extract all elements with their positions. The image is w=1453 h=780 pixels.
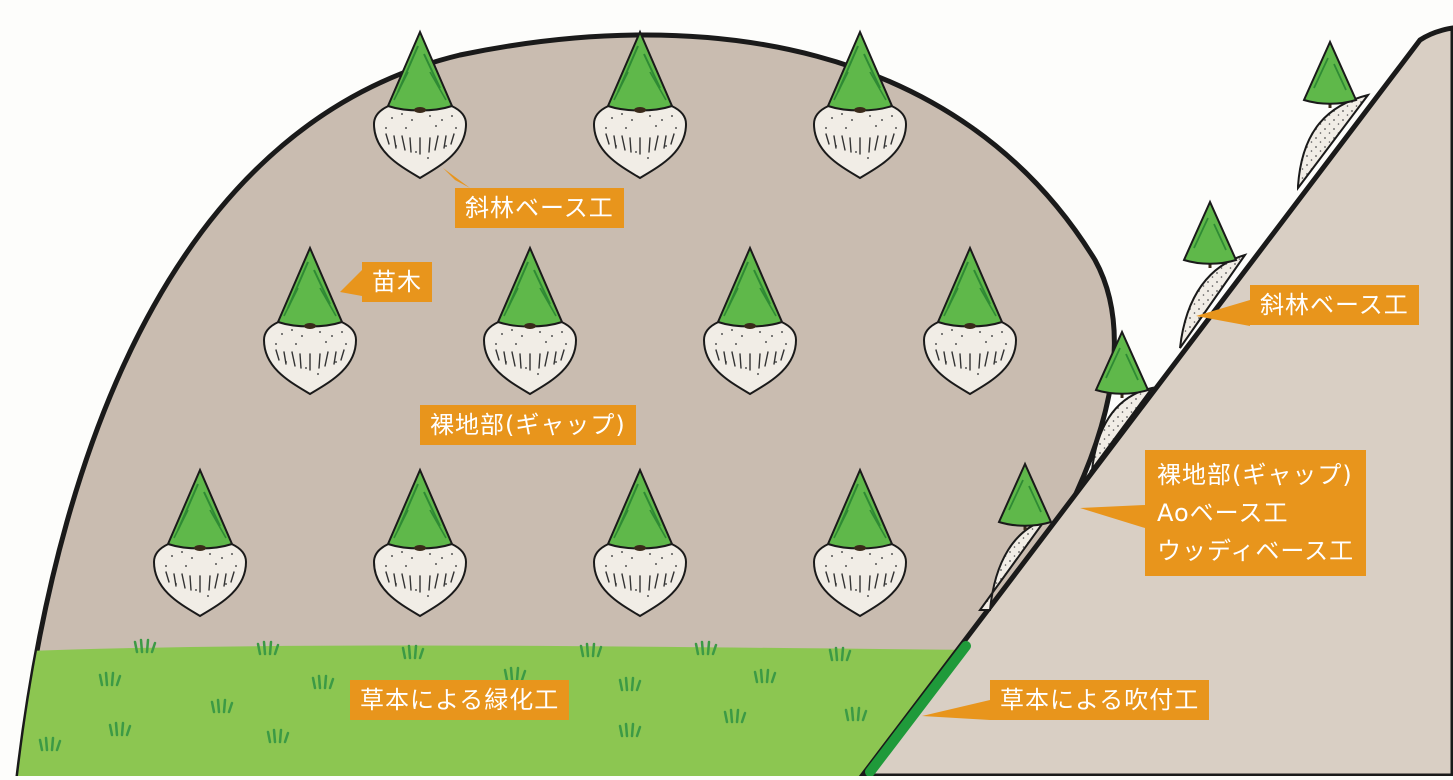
slope-base-strips bbox=[978, 93, 1371, 611]
label-gap-right: 裸地部(ギャップ) Aoベース工 ウッディベース工 bbox=[1145, 450, 1367, 576]
label-grass-greening: 草本による緑化工 bbox=[350, 680, 570, 720]
label-gap-right-line2: Aoベース工 bbox=[1157, 499, 1289, 527]
label-gap-right-line3: ウッディベース工 bbox=[1157, 537, 1355, 565]
label-pointers bbox=[340, 168, 1250, 720]
label-spray: 草本による吹付工 bbox=[990, 680, 1210, 720]
label-seedling: 苗木 bbox=[362, 262, 432, 302]
label-base-top: 斜林ベース工 bbox=[455, 188, 624, 228]
label-gap-right-line1: 裸地部(ギャップ) bbox=[1157, 461, 1353, 489]
label-gap-mound: 裸地部(ギャップ) bbox=[420, 405, 636, 445]
spray-line bbox=[865, 641, 971, 777]
label-base-right: 斜林ベース工 bbox=[1250, 285, 1419, 325]
